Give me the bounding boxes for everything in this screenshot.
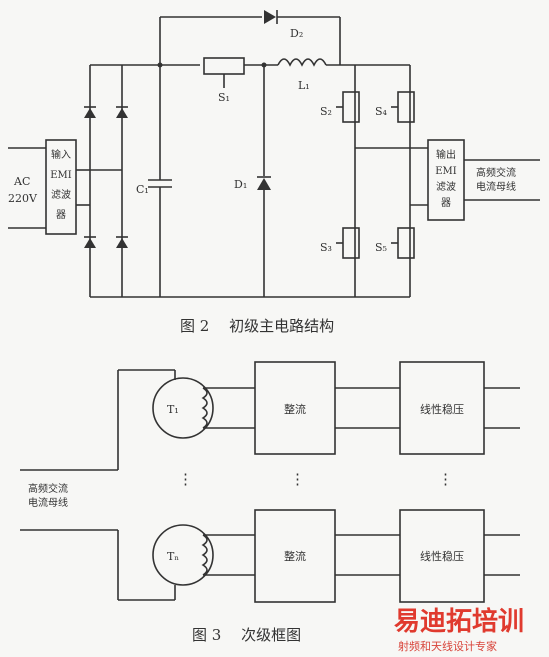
s5-label: S₅ [375, 241, 387, 254]
watermark-logo: 易迪拓培训 射频和天线设计专家 [394, 607, 524, 653]
s3-switch [336, 227, 360, 259]
c1-label: C₁ [136, 183, 149, 196]
regn-label: 线性稳压 [420, 549, 464, 563]
rect1-label: 整流 [284, 402, 306, 416]
rectifier-n [254, 509, 336, 603]
d2-diode [264, 10, 276, 24]
secondary-block-diagram: 高频交流电流母线 T₁ 整流 线性稳压 ⋮ ⋮ ⋮ Tₙ 整流 [20, 361, 520, 644]
s1-label: S₁ [218, 91, 230, 104]
linear-regulator-1 [399, 361, 485, 455]
ellipsis-3: ⋮ [438, 470, 453, 488]
s2-label: S₂ [320, 105, 332, 118]
bus-label: 高频交流电流母线 [28, 482, 68, 509]
l1-inductor [277, 58, 327, 67]
d1-label: D₁ [234, 178, 247, 191]
bridge-diode [84, 106, 128, 248]
fig3-caption: 图 3 次级框图 [192, 626, 301, 644]
tn-label: Tₙ [167, 550, 179, 563]
hf-bus-label: 高频交流电流母线 [476, 166, 516, 193]
rectn-label: 整流 [284, 549, 306, 563]
fig2-caption: 图 2 初级主电路结构 [180, 317, 334, 335]
tn-transformer [152, 524, 214, 586]
s5-switch [391, 227, 415, 259]
s2-switch [336, 91, 360, 123]
l1-label: L₁ [298, 79, 310, 92]
watermark-tagline: 射频和天线设计专家 [398, 639, 497, 653]
ellipsis-1: ⋮ [178, 470, 193, 488]
ellipsis-2: ⋮ [290, 470, 305, 488]
s4-switch [391, 91, 415, 123]
t1-label: T₁ [167, 403, 179, 416]
d2-label: D₂ [290, 27, 303, 40]
watermark-brand: 易迪拓培训 [394, 607, 524, 637]
linear-regulator-n [399, 509, 485, 603]
ac-label: AC [13, 175, 30, 188]
voltage-label: 220V [8, 192, 38, 205]
s4-label: S₄ [375, 105, 388, 118]
s3-label: S₃ [320, 241, 332, 254]
rectifier-1 [254, 361, 336, 455]
reg1-label: 线性稳压 [420, 402, 464, 416]
d1-diode [257, 178, 271, 190]
input-emi-filter [45, 139, 77, 235]
t1-transformer [152, 377, 214, 439]
s1-switch [203, 57, 245, 75]
output-emi-filter [427, 139, 465, 221]
